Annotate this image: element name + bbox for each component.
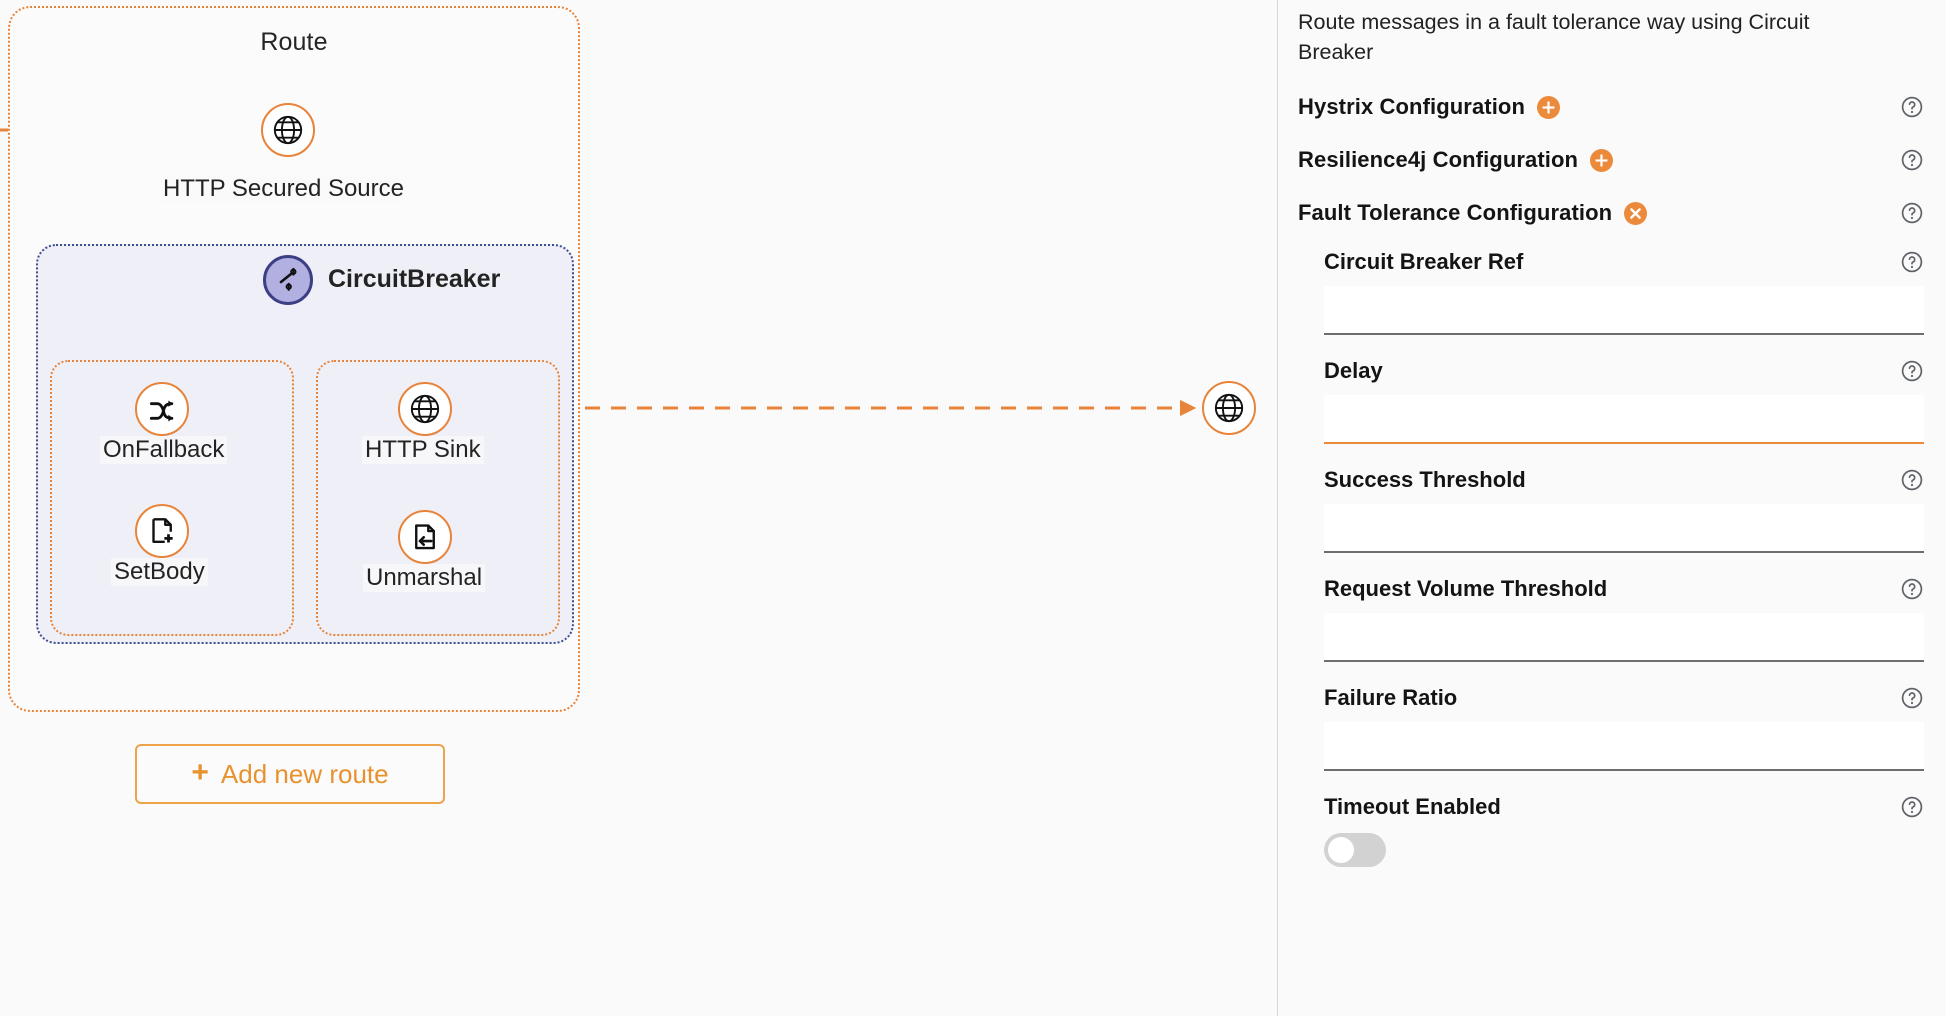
node-label-setbody: SetBody	[111, 558, 208, 586]
input-delay[interactable]	[1324, 395, 1924, 445]
help-icon-resilience4j[interactable]	[1900, 148, 1924, 172]
field-label-failure-ratio: Failure Ratio	[1324, 685, 1458, 711]
node-http-secured-source[interactable]	[261, 103, 315, 157]
node-circuitbreaker[interactable]	[263, 255, 313, 305]
field-delay: Delay	[1324, 357, 1924, 445]
globe-icon	[1212, 391, 1246, 425]
input-success-threshold[interactable]	[1324, 504, 1924, 554]
section-fault-tolerance-configuration[interactable]: Fault Tolerance Configuration	[1298, 200, 1924, 226]
help-icon-success-threshold[interactable]	[1900, 468, 1924, 492]
fault-tolerance-fields: Circuit Breaker Ref Delay	[1298, 248, 1924, 868]
route-canvas[interactable]: Route HTTP Secured Source	[0, 0, 1277, 1016]
help-icon-delay[interactable]	[1900, 359, 1924, 383]
input-request-volume-threshold[interactable]	[1324, 613, 1924, 663]
panel-description: Route messages in a fault tolerance way …	[1298, 10, 1810, 64]
section-title-hystrix: Hystrix Configuration	[1298, 94, 1525, 120]
field-label-row-circuit-breaker-ref: Circuit Breaker Ref	[1324, 248, 1924, 276]
node-setbody[interactable]	[135, 504, 189, 558]
field-failure-ratio: Failure Ratio	[1324, 684, 1924, 772]
field-label-row-delay: Delay	[1324, 357, 1924, 385]
add-new-route-label: Add new route	[220, 758, 389, 789]
section-hystrix-configuration[interactable]: Hystrix Configuration	[1298, 94, 1924, 120]
field-label-row-failure-ratio: Failure Ratio	[1324, 684, 1924, 712]
help-icon-circuit-breaker-ref[interactable]	[1900, 250, 1924, 274]
field-label-success-threshold: Success Threshold	[1324, 467, 1526, 493]
globe-icon	[271, 113, 305, 147]
shuffle-icon	[146, 393, 178, 425]
field-label-row-request-volume-threshold: Request Volume Threshold	[1324, 575, 1924, 603]
node-http-endpoint[interactable]	[1202, 381, 1256, 435]
onfallback-step-container[interactable]	[50, 360, 294, 636]
help-icon-request-volume-threshold[interactable]	[1900, 577, 1924, 601]
node-label-onfallback: OnFallback	[100, 436, 228, 464]
plus-icon	[1595, 154, 1608, 167]
field-label-row-timeout-enabled: Timeout Enabled	[1324, 793, 1924, 821]
field-label-request-volume-threshold: Request Volume Threshold	[1324, 576, 1608, 602]
add-hystrix-configuration-button[interactable]	[1537, 95, 1560, 119]
plus-icon	[1542, 101, 1555, 114]
field-label-row-success-threshold: Success Threshold	[1324, 466, 1924, 494]
remove-fault-tolerance-configuration-button[interactable]	[1624, 201, 1648, 225]
add-resilience4j-configuration-button[interactable]	[1590, 148, 1614, 172]
input-circuit-breaker-ref[interactable]	[1324, 286, 1924, 336]
section-resilience4j-configuration[interactable]: Resilience4j Configuration	[1298, 147, 1924, 173]
field-label-delay: Delay	[1324, 358, 1383, 384]
add-new-route-button[interactable]: + Add new route	[135, 744, 445, 804]
section-title-fault-tolerance: Fault Tolerance Configuration	[1298, 200, 1613, 226]
node-http-sink[interactable]	[398, 382, 452, 436]
toggle-timeout-enabled[interactable]	[1324, 833, 1386, 868]
plus-icon: +	[191, 756, 209, 789]
node-label-circuitbreaker: CircuitBreaker	[328, 265, 501, 293]
node-label-http-secured-source: HTTP Secured Source	[160, 175, 407, 203]
field-timeout-enabled: Timeout Enabled	[1324, 793, 1924, 868]
globe-icon	[408, 392, 442, 426]
field-label-timeout-enabled: Timeout Enabled	[1324, 794, 1501, 820]
circuit-breaker-icon	[273, 265, 303, 295]
node-onfallback[interactable]	[135, 382, 189, 436]
help-icon-hystrix[interactable]	[1900, 95, 1924, 119]
help-icon-timeout-enabled[interactable]	[1900, 795, 1924, 819]
field-circuit-breaker-ref: Circuit Breaker Ref	[1324, 248, 1924, 336]
node-label-unmarshal: Unmarshal	[363, 564, 486, 592]
section-title-resilience4j: Resilience4j Configuration	[1298, 147, 1579, 173]
document-arrow-left-icon	[410, 522, 440, 552]
properties-panel: Route messages in a fault tolerance way …	[1277, 0, 1946, 1016]
field-success-threshold: Success Threshold	[1324, 466, 1924, 554]
input-failure-ratio[interactable]	[1324, 722, 1924, 772]
node-unmarshal[interactable]	[398, 510, 452, 564]
httpsink-step-container[interactable]	[316, 360, 560, 636]
close-icon	[1629, 207, 1642, 220]
route-title: Route	[260, 28, 328, 56]
help-icon-fault-tolerance[interactable]	[1900, 201, 1924, 225]
help-icon-failure-ratio[interactable]	[1900, 686, 1924, 710]
toggle-knob	[1328, 837, 1354, 864]
field-label-circuit-breaker-ref: Circuit Breaker Ref	[1324, 249, 1524, 275]
document-plus-icon	[147, 516, 177, 546]
node-label-http-sink: HTTP Sink	[362, 436, 484, 464]
field-request-volume-threshold: Request Volume Threshold	[1324, 575, 1924, 663]
